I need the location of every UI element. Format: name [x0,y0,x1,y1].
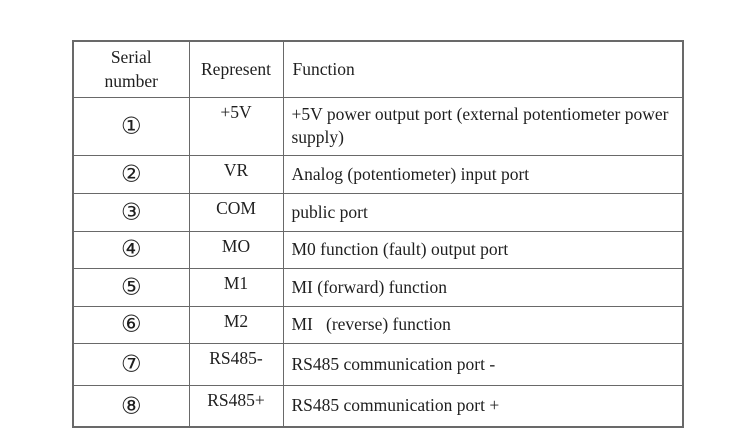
function-cell: RS485 communication port + [282,384,684,428]
represent-cell: MO [188,230,284,269]
header-function: Function [282,40,684,98]
represent-cell: M1 [188,267,284,307]
serial-cell: ① [72,96,190,156]
table-header-row: Serial number Represent Function [72,40,684,98]
header-serial-number: Serial number [72,40,190,98]
document-page: Serial number Represent Function ① +5V +… [72,40,684,428]
circled-number: ⑧ [120,392,142,419]
function-cell: MI (forward) function [282,267,684,307]
serial-cell: ③ [72,192,190,232]
circled-number: ⑦ [120,351,142,378]
serial-cell: ⑥ [72,305,190,344]
function-cell: public port [282,192,684,232]
represent-cell: RS485+ [188,384,284,428]
circled-number: ④ [120,236,142,263]
serial-cell: ④ [72,230,190,269]
circled-number: ① [120,113,142,140]
circled-number: ⑥ [120,311,142,338]
table-row: ③ COM public port [72,192,684,232]
table-row: ⑦ RS485- RS485 communication port - [72,342,684,386]
table-row: ② VR Analog (potentiometer) input port [72,154,684,194]
represent-cell: COM [188,192,284,232]
table-row: ⑧ RS485+ RS485 communication port + [72,384,684,428]
function-cell: Analog (potentiometer) input port [282,154,684,194]
header-serial-number-label: Serial number [104,46,158,92]
table-row: ⑤ M1 MI (forward) function [72,267,684,307]
function-cell: RS485 communication port - [282,342,684,386]
function-cell: M0 function (fault) output port [282,230,684,269]
represent-cell: RS485- [188,342,284,386]
header-represent: Represent [188,40,284,98]
serial-cell: ⑧ [72,384,190,428]
function-cell: +5V power output port (external potentio… [282,96,684,156]
represent-cell: +5V [188,96,284,156]
represent-cell: M2 [188,305,284,344]
represent-cell: VR [188,154,284,194]
circled-number: ② [120,161,142,188]
serial-cell: ⑤ [72,267,190,307]
table-row: ④ MO M0 function (fault) output port [72,230,684,269]
table-row: ⑥ M2 MI (reverse) function [72,305,684,344]
terminal-function-table: Serial number Represent Function ① +5V +… [72,40,684,428]
serial-cell: ⑦ [72,342,190,386]
circled-number: ③ [120,199,142,226]
serial-cell: ② [72,154,190,194]
function-cell: MI (reverse) function [282,305,684,344]
table-row: ① +5V +5V power output port (external po… [72,96,684,156]
circled-number: ⑤ [120,274,142,301]
